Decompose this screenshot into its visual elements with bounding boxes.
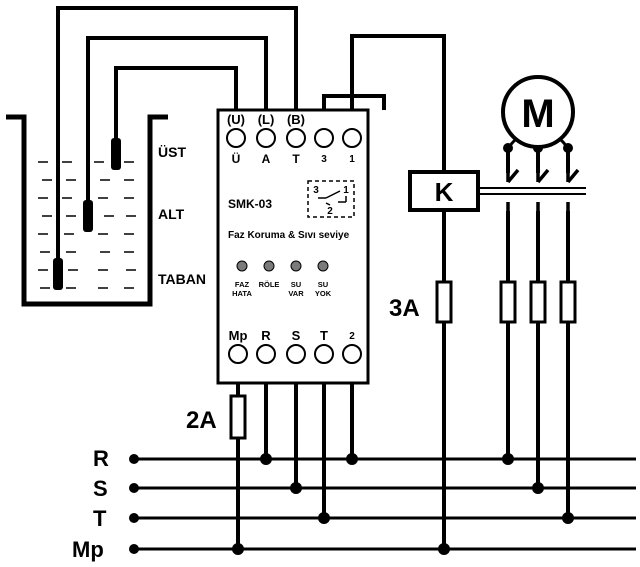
wire-terminal1-to-coil [350,34,446,173]
contactor-contacts [478,168,586,212]
relay-contact-3: 3 [313,185,319,196]
top-terminals [226,128,362,148]
bus-label-mp: Mp [72,537,104,562]
terminal-2[interactable] [342,344,362,364]
bottom-terminal-label-2: 2 [349,331,355,342]
led-label-su-yok-2: YOK [315,289,332,298]
node-2-device [346,453,358,465]
terminal-t-top[interactable] [286,128,306,148]
top-group-u: (U) [227,112,245,127]
led-label-faz-hata-1: FAZ [235,280,250,289]
fuse-control-label: 2A [186,407,217,434]
motor-label: M [521,92,554,136]
motor: M [501,75,575,149]
device-subtitle: Faz Koruma & Sıvı seviye [228,230,350,241]
probe-wire-ust [114,66,238,138]
probe-alt [83,200,93,232]
wire-terminal3-bridge [322,94,386,114]
contactor-coil: K [408,170,480,212]
contactor-label: K [435,177,454,207]
fuse-coil-label: 3A [389,295,420,322]
led-faz-hata [236,260,248,272]
led-label-su-var-2: VAR [288,289,304,298]
probe-label-alt: ALT [158,206,185,222]
node-r-device [260,453,272,465]
smk03-device: (U) (L) (B) Ü A T 3 1 SMK-03 Faz Koruma … [216,108,370,385]
probe-wires [56,6,298,258]
terminal-1[interactable] [342,128,362,148]
bottom-terminal-label-r: R [261,328,271,343]
top-group-l: (L) [258,112,275,127]
led-su-var [290,260,302,272]
led-label-role-1: RÖLE [259,280,280,289]
probe-taban [53,258,63,290]
tank-outline [6,114,168,307]
led-label-su-var-1: SU [291,280,301,289]
bottom-terminal-label-s: S [292,328,301,343]
node-t-device [318,512,330,524]
bus-label-s: S [93,476,108,501]
terminal-r[interactable] [256,344,276,364]
probe-label-taban: TABAN [158,271,206,287]
top-terminal-label-3: 3 [321,154,327,165]
led-label-su-yok-1: SU [318,280,328,289]
terminal-u[interactable] [226,128,246,148]
relay-contact-2: 2 [327,206,333,217]
terminal-t-bottom[interactable] [314,344,334,364]
water-level-marks [38,161,136,289]
top-terminal-label-a: A [262,152,271,166]
top-terminal-label-t: T [292,152,300,166]
bus-label-r: R [93,446,109,471]
fuse-motor-2 [529,280,547,324]
status-leds [236,260,329,272]
relay-contact-symbol: 3 1 2 [307,180,355,218]
fuse-control [229,394,247,440]
terminal-a[interactable] [256,128,276,148]
terminal-mp[interactable] [228,344,248,364]
relay-contact-1: 1 [343,185,349,196]
bottom-terminal-label-t: T [320,328,328,343]
top-terminal-label-u: Ü [232,151,241,166]
probe-label-ust: ÜST [158,144,186,160]
contactor-box [408,170,480,212]
bus-label-t: T [93,506,107,531]
led-role [263,260,275,272]
bus-lines [134,457,636,551]
top-terminal-label-1: 1 [349,154,355,165]
bottom-terminal-label-mp: Mp [229,328,248,343]
node-mp-device [232,543,244,555]
terminal-3[interactable] [314,128,334,148]
top-group-b: (B) [287,112,305,127]
fuse-motor-1 [499,280,517,324]
bus-start-nodes [129,454,139,554]
led-label-faz-hata-2: HATA [232,289,252,298]
node-s-motor [532,482,544,494]
junction-nodes [232,453,574,555]
water-tank [6,114,168,307]
fuse-coil [435,280,453,324]
node-t-motor [562,512,574,524]
probe-ust [111,138,121,170]
node-s-device [290,482,302,494]
fuses [229,280,577,440]
node-r-motor [502,453,514,465]
probes [53,138,121,290]
motor-symbol [501,75,575,149]
terminal-s[interactable] [286,344,306,364]
led-su-yok [317,260,329,272]
probe-wire-alt [86,36,268,200]
bottom-terminals [228,344,362,364]
fuse-motor-3 [559,280,577,324]
probe-wire-taban [56,6,298,258]
node-mp-coil [438,543,450,555]
device-body [216,108,370,385]
device-model: SMK-03 [228,197,272,211]
